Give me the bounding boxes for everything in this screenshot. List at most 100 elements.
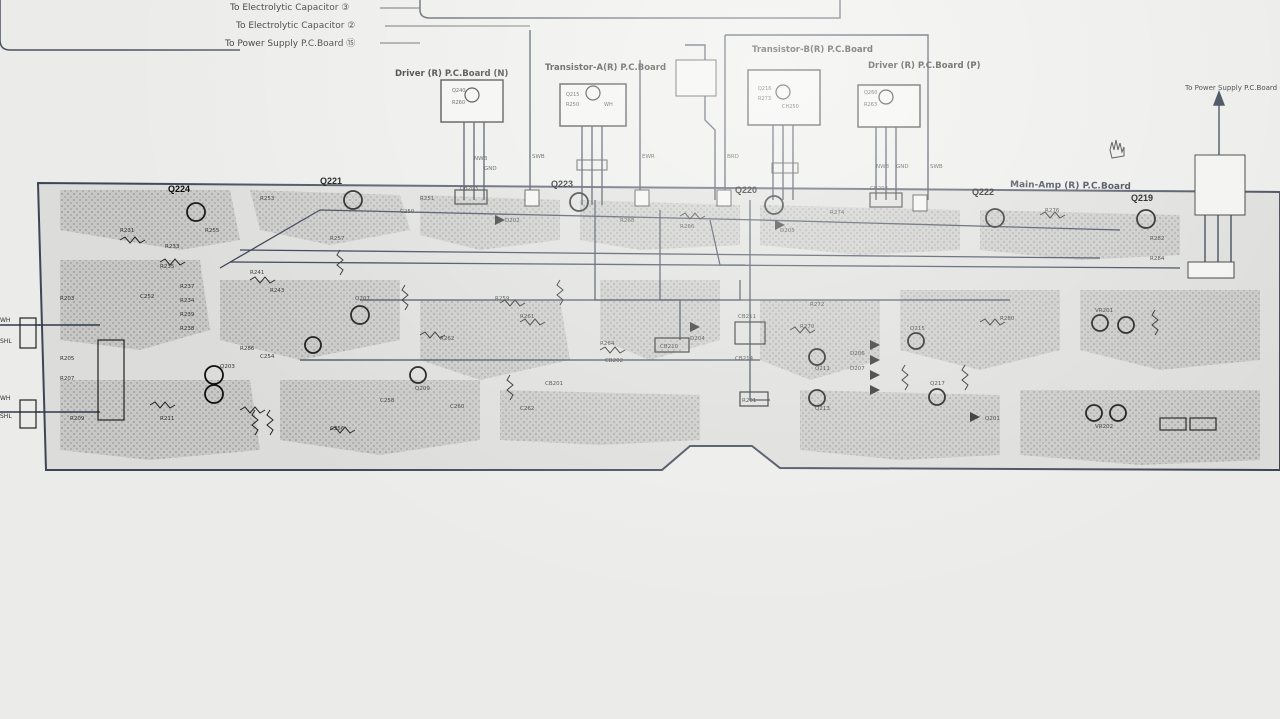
svg-text:SWB: SWB xyxy=(532,154,545,160)
svg-text:Q215: Q215 xyxy=(566,92,579,98)
svg-text:R263: R263 xyxy=(864,102,877,108)
svg-text:CB210: CB210 xyxy=(660,344,679,350)
note-electrolytic-2: To Electrolytic Capacitor ② xyxy=(235,21,355,31)
annotation-q222: Q222 xyxy=(972,187,994,197)
svg-text:CB211: CB211 xyxy=(738,314,756,320)
svg-text:WH: WH xyxy=(604,102,613,108)
svg-text:CB204: CB204 xyxy=(870,186,889,192)
svg-text:R259: R259 xyxy=(495,296,510,302)
svg-text:NW8: NW8 xyxy=(876,164,890,170)
svg-text:C260: C260 xyxy=(450,404,465,410)
svg-text:Q207: Q207 xyxy=(355,296,370,302)
svg-text:R251: R251 xyxy=(420,196,434,202)
svg-text:R201: R201 xyxy=(742,398,756,404)
svg-text:R255: R255 xyxy=(205,228,220,234)
annotation-q223: Q223 xyxy=(551,179,573,189)
svg-text:R235: R235 xyxy=(160,264,175,270)
svg-text:D207: D207 xyxy=(850,366,865,372)
subboard-driver-p-label: Driver (R) P.C.Board (P) xyxy=(868,61,981,71)
svg-text:C252: C252 xyxy=(140,294,154,300)
svg-text:D205: D205 xyxy=(780,228,795,234)
svg-text:R270: R270 xyxy=(800,324,815,330)
svg-text:R268: R268 xyxy=(620,218,635,224)
note-power-supply-15: To Power Supply P.C.Board ⑮ xyxy=(224,38,355,49)
svg-text:R282: R282 xyxy=(1150,236,1164,242)
svg-text:R238: R238 xyxy=(180,326,195,332)
svg-text:R237: R237 xyxy=(180,284,195,290)
svg-text:Q211: Q211 xyxy=(815,366,830,372)
svg-text:C262: C262 xyxy=(520,406,534,412)
svg-text:R276: R276 xyxy=(1045,208,1060,214)
svg-text:R211: R211 xyxy=(160,416,174,422)
svg-text:R264: R264 xyxy=(600,341,615,347)
svg-text:R241: R241 xyxy=(250,270,264,276)
svg-text:VR201: VR201 xyxy=(1095,308,1113,314)
annotation-q224: Q224 xyxy=(168,184,190,194)
annotation-q221: Q221 xyxy=(320,176,342,186)
svg-text:R262: R262 xyxy=(440,336,454,342)
svg-text:SHL: SHL xyxy=(0,338,12,345)
svg-text:C250: C250 xyxy=(400,209,415,215)
svg-text:R231: R231 xyxy=(120,228,134,234)
svg-text:R274: R274 xyxy=(830,210,845,216)
svg-text:SWB: SWB xyxy=(930,164,943,170)
svg-text:GND: GND xyxy=(484,166,497,172)
subboard-transistor-b-label: Transistor-B(R) P.C.Board xyxy=(752,45,873,55)
svg-text:R257: R257 xyxy=(330,236,345,242)
svg-text:R250: R250 xyxy=(566,102,579,108)
annotation-q220: Q220 xyxy=(735,185,757,195)
svg-text:BRD: BRD xyxy=(727,154,739,160)
svg-text:C256: C256 xyxy=(330,426,345,432)
top-notes: To Electrolytic Capacitor ③ To Electroly… xyxy=(224,3,355,49)
svg-text:CB201: CB201 xyxy=(545,381,563,387)
svg-text:CH250: CH250 xyxy=(782,104,799,110)
svg-text:C254: C254 xyxy=(260,354,275,360)
svg-text:R261: R261 xyxy=(520,314,534,320)
svg-text:R273: R273 xyxy=(758,96,771,102)
svg-text:R243: R243 xyxy=(270,288,285,294)
svg-text:CB214: CB214 xyxy=(735,356,754,362)
svg-text:CB202: CB202 xyxy=(605,358,623,364)
svg-text:R260: R260 xyxy=(452,100,465,106)
svg-text:R284: R284 xyxy=(1150,256,1165,262)
svg-text:R233: R233 xyxy=(165,244,180,250)
svg-text:R272: R272 xyxy=(810,302,824,308)
svg-text:GND: GND xyxy=(896,164,909,170)
svg-text:D202: D202 xyxy=(505,218,520,224)
svg-text:D204: D204 xyxy=(690,336,705,342)
svg-text:Q203: Q203 xyxy=(220,364,235,370)
svg-text:WH: WH xyxy=(0,317,10,324)
svg-text:Q260: Q260 xyxy=(864,90,877,96)
svg-text:VR202: VR202 xyxy=(1095,424,1113,430)
svg-text:R207: R207 xyxy=(60,376,75,382)
subboard-transistor-a-label: Transistor-A(R) P.C.Board xyxy=(545,63,666,73)
svg-text:R203: R203 xyxy=(60,296,75,302)
svg-text:Q209: Q209 xyxy=(415,386,430,392)
board-title: Main-Amp (R) P.C.Board xyxy=(1010,180,1131,192)
svg-text:R205: R205 xyxy=(60,356,75,362)
svg-text:CB203: CB203 xyxy=(460,186,479,192)
svg-text:SHL: SHL xyxy=(0,413,12,420)
svg-text:Q215: Q215 xyxy=(910,326,925,332)
svg-text:R280: R280 xyxy=(1000,316,1015,322)
svg-text:C258: C258 xyxy=(380,398,395,404)
svg-text:NWB: NWB xyxy=(474,156,488,162)
svg-text:R286: R286 xyxy=(240,346,255,352)
svg-text:Q201: Q201 xyxy=(985,416,1000,422)
note-power-supply-right: To Power Supply P.C.Board ① xyxy=(1184,84,1280,92)
svg-text:Q216: Q216 xyxy=(758,86,771,92)
svg-text:Q217: Q217 xyxy=(930,381,945,387)
svg-text:WH: WH xyxy=(0,395,10,402)
svg-text:EWR: EWR xyxy=(642,154,655,160)
svg-text:R209: R209 xyxy=(70,416,85,422)
svg-text:R234: R234 xyxy=(180,298,195,304)
svg-text:D206: D206 xyxy=(850,351,865,357)
note-electrolytic-3: To Electrolytic Capacitor ③ xyxy=(229,3,349,13)
annotation-q219: Q219 xyxy=(1131,193,1153,203)
subboard-driver-n-label: Driver (R) P.C.Board (N) xyxy=(395,69,509,79)
svg-text:Q213: Q213 xyxy=(815,406,830,412)
svg-text:R253: R253 xyxy=(260,196,275,202)
svg-text:R266: R266 xyxy=(680,224,695,230)
svg-text:Q240: Q240 xyxy=(452,88,465,94)
